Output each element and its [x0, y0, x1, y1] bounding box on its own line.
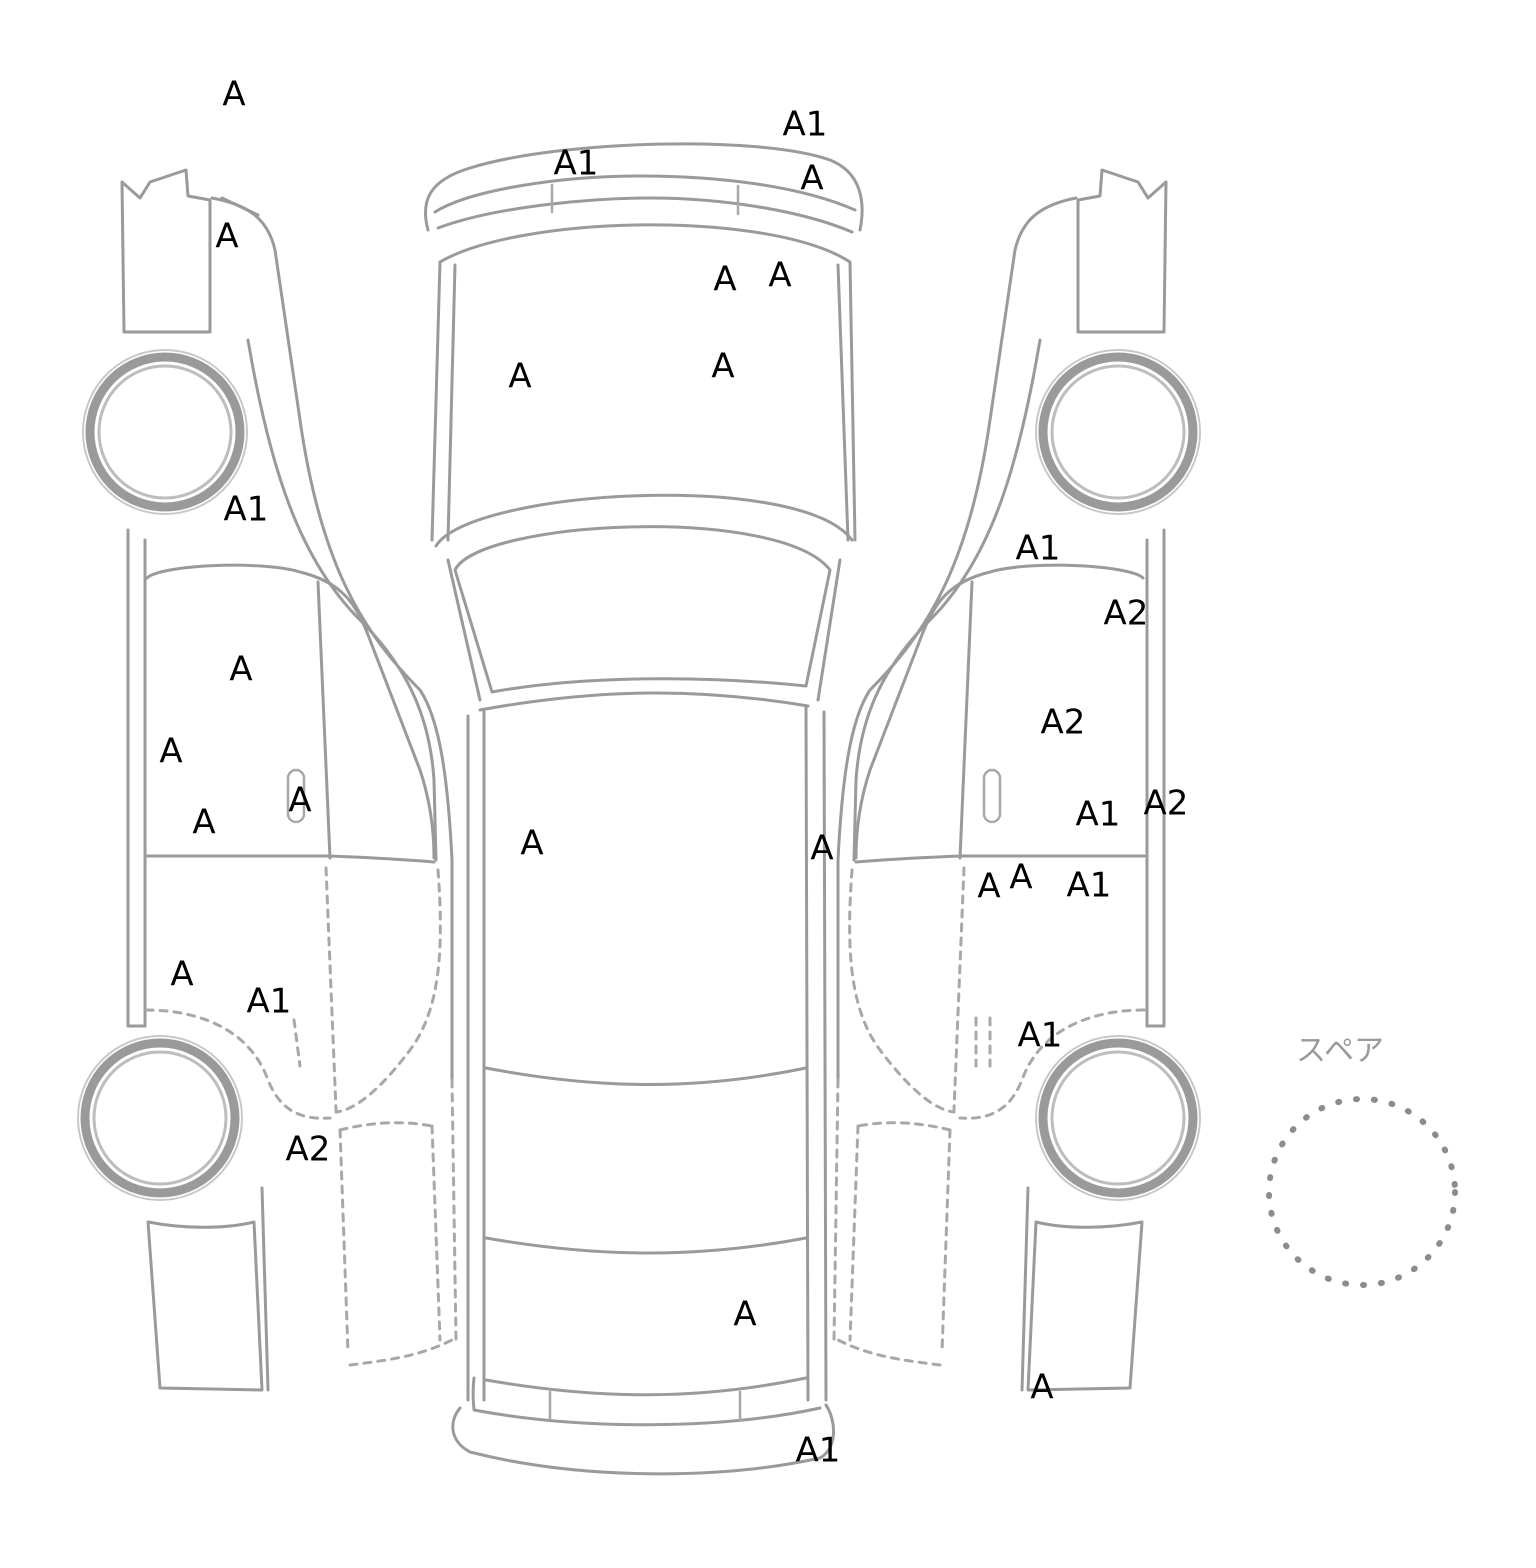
damage-mark: A — [711, 347, 734, 387]
damage-mark: A — [520, 824, 543, 864]
damage-mark: A — [977, 867, 1000, 907]
damage-mark: A1 — [783, 105, 828, 145]
damage-mark: A — [800, 159, 823, 199]
damage-mark: A — [713, 260, 736, 300]
top-view — [423, 142, 864, 1476]
damage-mark: A — [733, 1295, 756, 1335]
damage-mark: A2 — [1041, 703, 1086, 743]
left-side-view — [77, 168, 458, 1392]
damage-mark: A2 — [286, 1130, 331, 1170]
damage-mark: A — [192, 803, 215, 843]
damage-mark: A1 — [554, 144, 599, 184]
damage-mark: A1 — [247, 982, 292, 1022]
right-side-view — [832, 168, 1201, 1392]
damage-mark: A — [1030, 1368, 1053, 1408]
damage-mark: A — [229, 650, 252, 690]
damage-mark: A1 — [796, 1431, 841, 1471]
damage-mark: A1 — [1018, 1016, 1063, 1056]
damage-mark: A1 — [224, 490, 269, 530]
damage-mark: A1 — [1067, 866, 1112, 906]
damage-mark: A — [810, 829, 833, 869]
damage-mark: A1 — [1076, 795, 1121, 835]
damage-mark: A — [222, 75, 245, 115]
damage-mark: A — [508, 357, 531, 397]
damage-mark: A — [1009, 858, 1032, 898]
damage-mark: A — [159, 732, 182, 772]
damage-mark: A2 — [1144, 784, 1189, 824]
spare-label: スペア — [1296, 1034, 1384, 1069]
damage-mark: A — [768, 256, 791, 296]
damage-mark: A — [170, 955, 193, 995]
damage-marks: A A1 A1 A A A A A A A1 A1 A2 A A2 A A1 A… — [159, 75, 1188, 1471]
spare-tire: スペア — [1266, 1034, 1458, 1288]
damage-mark: A — [215, 217, 238, 257]
damage-mark: A — [288, 781, 311, 821]
damage-mark: A1 — [1016, 529, 1061, 569]
damage-mark: A2 — [1104, 594, 1149, 634]
